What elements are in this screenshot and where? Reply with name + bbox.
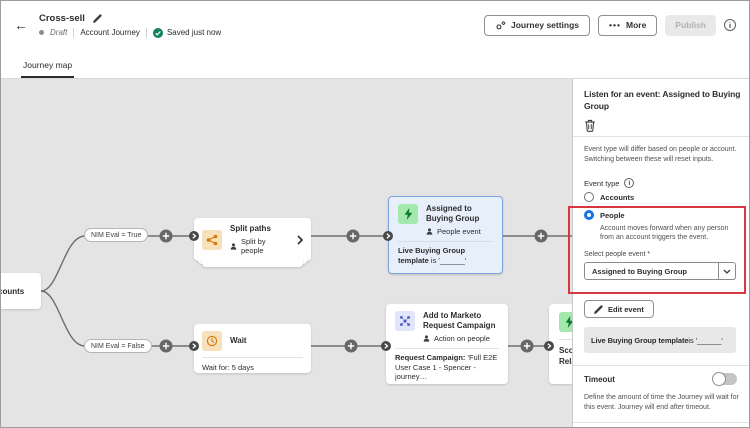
- journey-type-label: Account Journey: [80, 28, 140, 37]
- saved-check-icon: [152, 27, 163, 38]
- select-people-event-label: Select people event *: [584, 251, 651, 258]
- more-dots-icon: •••: [609, 20, 621, 30]
- people-event-dropdown[interactable]: Assigned to Buying Group: [584, 262, 736, 280]
- request-campaign-icon: [395, 311, 415, 331]
- journey-canvas[interactable]: NIM Eval = True NIM Eval = False Account…: [1, 79, 749, 427]
- page-title: Cross-sell: [39, 12, 85, 24]
- more-button[interactable]: ••• More: [598, 14, 658, 36]
- radio-people-label: People: [600, 210, 625, 220]
- journey-settings-button[interactable]: Journey settings: [484, 14, 591, 36]
- draft-status-dot-icon: [39, 30, 44, 35]
- add-node-button[interactable]: [344, 339, 358, 353]
- timeout-label: Timeout: [584, 374, 615, 384]
- edit-event-button[interactable]: Edit event: [584, 300, 654, 318]
- title-block: Cross-sell Draft Account Journey Saved j…: [39, 13, 221, 38]
- panel-divider: [573, 136, 749, 137]
- marketo-node-detail: Request Campaign: 'Full E2E User Case 1 …: [395, 353, 498, 381]
- node-event-assigned-to-buying-group[interactable]: Assigned to Buying Group People event Li…: [388, 196, 503, 274]
- node-divider: [395, 348, 499, 349]
- journey-settings-label: Journey settings: [511, 20, 580, 30]
- connector-lines: [40, 229, 581, 353]
- event-config-panel: Listen for an event: Assigned to Buying …: [572, 79, 749, 427]
- trash-icon[interactable]: [584, 119, 596, 137]
- add-node-button[interactable]: [520, 339, 534, 353]
- node-wait[interactable]: Wait Wait for: 5 days: [194, 324, 311, 373]
- add-node-button[interactable]: [159, 339, 173, 353]
- add-node-button[interactable]: [346, 229, 360, 243]
- more-label: More: [625, 20, 647, 30]
- timeout-help-text: Define the amount of time the Journey wi…: [584, 394, 739, 411]
- edit-title-pencil-icon[interactable]: [92, 13, 102, 23]
- event-type-info-icon[interactable]: i: [624, 178, 635, 188]
- node-divider: [202, 357, 303, 358]
- marketo-node-subtitle: Action on people: [434, 334, 490, 343]
- stacked-card: [202, 257, 303, 267]
- person-icon: [423, 335, 430, 342]
- edit-event-label: Edit event: [608, 304, 644, 314]
- back-arrow-icon[interactable]: ←: [14, 17, 28, 33]
- person-icon: [426, 228, 433, 235]
- publish-button[interactable]: Publish: [665, 14, 716, 36]
- header-actions: Journey settings ••• More Publish i: [484, 14, 736, 36]
- person-icon: [230, 242, 237, 250]
- wait-node-detail: Wait for: 5 days: [202, 363, 254, 372]
- panel-divider: [573, 422, 749, 423]
- journey-meta: Draft Account Journey Saved just now: [39, 27, 222, 38]
- panel-title: Listen for an event: Assigned to Buying …: [584, 89, 741, 111]
- pencil-icon: [594, 304, 603, 314]
- node-divider: [398, 241, 493, 242]
- event-type-row: Event type i: [584, 178, 635, 188]
- accounts-node-label: Accounts: [1, 286, 25, 296]
- split-paths-icon: [202, 229, 222, 250]
- event-node-title: Assigned to Buying Group: [426, 204, 480, 223]
- dropdown-selected-value: Assigned to Buying Group: [592, 266, 687, 276]
- publish-label: Publish: [675, 20, 706, 30]
- saved-status: Saved just now: [152, 27, 222, 38]
- partial-node-text-line2: Rela: [559, 357, 576, 366]
- radio-circle-icon: [584, 192, 594, 202]
- chevron-right-icon[interactable]: [297, 234, 303, 245]
- timeout-toggle[interactable]: [712, 372, 737, 386]
- header: ← Cross-sell Draft Account Journey Saved: [1, 1, 749, 49]
- radio-accounts[interactable]: Accounts: [584, 192, 634, 202]
- event-type-label: Event type: [584, 178, 620, 188]
- event-node-subtitle: People event: [437, 227, 481, 236]
- tab-journey-map[interactable]: Journey map: [21, 60, 75, 78]
- divider: [73, 27, 75, 38]
- chevron-down-icon: [718, 263, 735, 279]
- radio-selected-icon: [584, 210, 594, 220]
- radio-people[interactable]: People: [584, 210, 625, 220]
- node-accounts-source[interactable]: Accounts: [1, 273, 41, 309]
- node-split-paths[interactable]: Split paths Split by people: [194, 218, 311, 267]
- split-node-title: Split paths: [230, 224, 271, 233]
- marketo-node-title: Add to Marketo Request Campaign: [423, 311, 496, 330]
- saved-label: Saved just now: [166, 28, 222, 37]
- people-help-text: Account moves forward when any person fr…: [600, 225, 729, 241]
- timeout-row: Timeout: [584, 372, 737, 386]
- publish-info-icon[interactable]: i: [724, 19, 736, 31]
- wait-node-title: Wait: [230, 336, 247, 345]
- add-node-button[interactable]: [159, 229, 173, 243]
- panel-intro-text: Event type will differ based on people o…: [584, 146, 737, 163]
- branch-label-false: NIM Eval = False: [84, 339, 152, 353]
- gear-icon: [495, 20, 506, 31]
- add-node-button[interactable]: [534, 229, 548, 243]
- split-node-subtitle: Split by people: [241, 237, 266, 255]
- event-lightning-icon: [398, 204, 418, 224]
- divider: [145, 27, 147, 38]
- wait-clock-icon: [202, 331, 222, 351]
- node-add-to-marketo-request-campaign[interactable]: Add to Marketo Request Campaign Action o…: [386, 304, 508, 384]
- branch-label-true: NIM Eval = True: [84, 228, 149, 242]
- partial-node-text-line1: Sco: [559, 346, 574, 355]
- radio-accounts-label: Accounts: [600, 192, 635, 202]
- panel-divider: [573, 365, 749, 366]
- template-note-box: Live Buying Group template is '______': [584, 327, 736, 353]
- tab-bar: Journey map: [1, 49, 749, 79]
- event-node-detail: Live Buying Group template is '______': [398, 246, 467, 265]
- status-badge: Draft: [50, 28, 68, 37]
- toggle-knob: [712, 372, 726, 386]
